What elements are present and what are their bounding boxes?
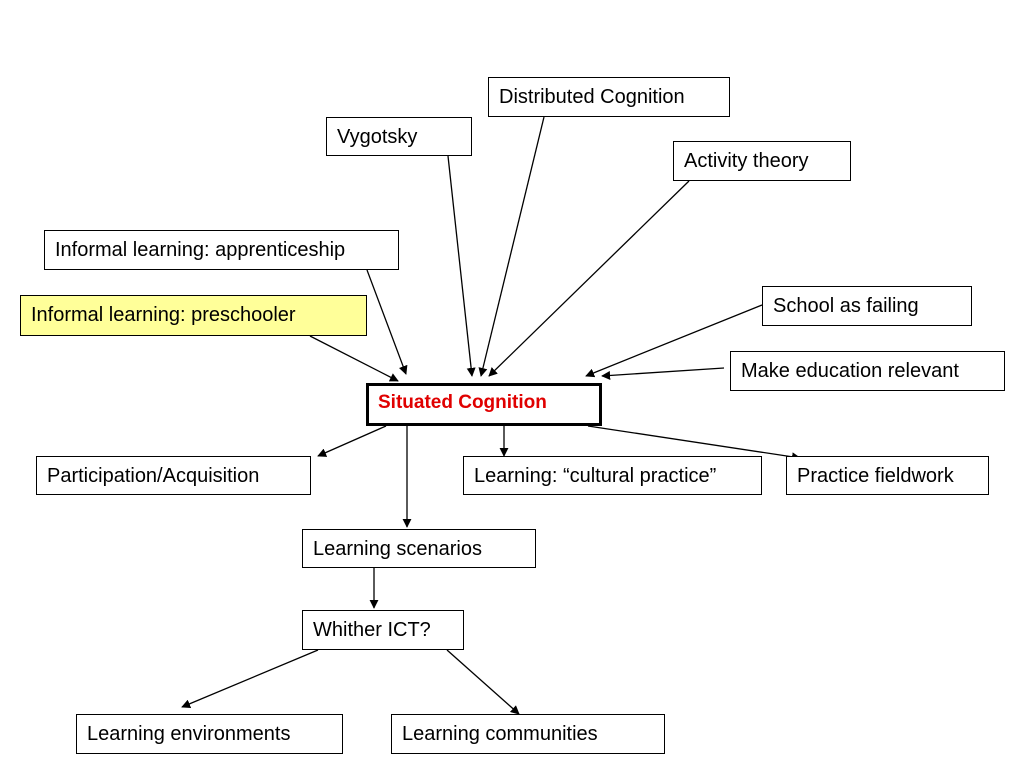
- node-situated-cognition: Situated Cognition: [366, 383, 602, 426]
- edge-distributed-to-situated: [478, 116, 545, 377]
- node-distributed-cognition: Distributed Cognition: [488, 77, 730, 117]
- node-vygotsky: Vygotsky: [326, 117, 472, 156]
- edge-situated-to-participation: [317, 425, 387, 457]
- node-make-education-relevant: Make education relevant: [730, 351, 1005, 391]
- edge-failing-to-situated: [585, 304, 763, 378]
- edge-activity-to-situated: [488, 180, 690, 377]
- edge-apprenticeship-to-situated: [366, 269, 408, 375]
- edge-preschooler-to-situated: [309, 335, 399, 382]
- node-cultural-practice: Learning: “cultural practice”: [463, 456, 762, 495]
- node-whither-ict: Whither ICT?: [302, 610, 464, 650]
- node-activity-theory: Activity theory: [673, 141, 851, 181]
- node-school-as-failing: School as failing: [762, 286, 972, 326]
- node-participation-acquisition: Participation/Acquisition: [36, 456, 311, 495]
- node-learning-environments: Learning environments: [76, 714, 343, 754]
- node-learning-communities: Learning communities: [391, 714, 665, 754]
- node-informal-preschooler: Informal learning: preschooler: [20, 295, 367, 336]
- edge-ict-to-environments: [181, 649, 319, 709]
- edge-situated-to-fieldwork: [587, 425, 801, 462]
- edge-relevant-to-situated: [601, 367, 725, 380]
- edge-vygotsky-to-situated: [447, 155, 476, 377]
- node-practice-fieldwork: Practice fieldwork: [786, 456, 989, 495]
- edge-ict-to-communities: [446, 649, 520, 715]
- node-informal-apprenticeship: Informal learning: apprenticeship: [44, 230, 399, 270]
- node-learning-scenarios: Learning scenarios: [302, 529, 536, 568]
